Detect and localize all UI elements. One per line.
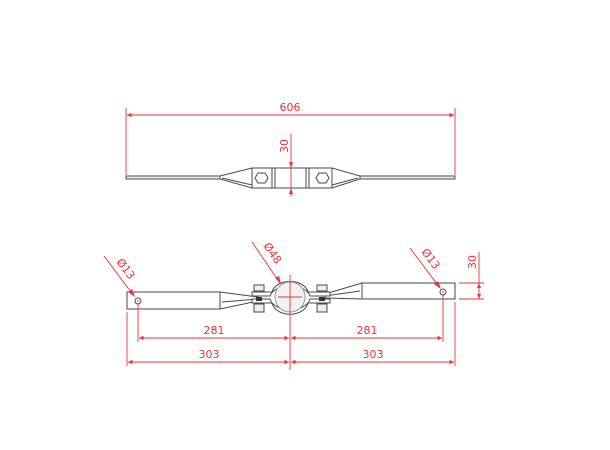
dimension-end-to-center: 303 303 — [128, 348, 454, 365]
hole-to-center-right-label: 281 — [357, 324, 378, 337]
leader-left-hole: Ø13 — [103, 255, 138, 297]
top-view: 606 30 — [125, 101, 456, 196]
dimension-clamp-height: 30 — [278, 134, 293, 196]
dimension-hole-to-center: 281 281 — [139, 324, 442, 341]
clamp-height-label: 30 — [278, 139, 291, 153]
dimension-bar-height: 30 — [459, 252, 484, 300]
front-view: Ø13 Ø48 Ø13 30 — [103, 240, 484, 370]
pipe-diameter-label: Ø48 — [261, 240, 285, 266]
leader-pipe: Ø48 — [251, 240, 285, 284]
pipe-clamp — [251, 275, 331, 370]
hex-nut-icon — [254, 172, 269, 184]
end-to-center-right-label: 303 — [363, 348, 384, 361]
end-to-center-left-label: 303 — [199, 348, 220, 361]
nut-icon — [253, 303, 265, 313]
nut-icon — [316, 303, 328, 313]
bar-height-label: 30 — [466, 255, 479, 269]
bolt-head-icon — [253, 284, 265, 292]
dimension-overall-length: 606 — [125, 101, 456, 175]
top-view-part — [125, 167, 456, 189]
hole-to-center-left-label: 281 — [204, 324, 225, 337]
hex-nut-icon — [315, 172, 330, 184]
left-hole-diameter-label: Ø13 — [114, 256, 138, 282]
bolt-head-icon — [316, 284, 328, 292]
overall-length-label: 606 — [280, 101, 301, 114]
right-hole-diameter-label: Ø13 — [419, 246, 443, 272]
